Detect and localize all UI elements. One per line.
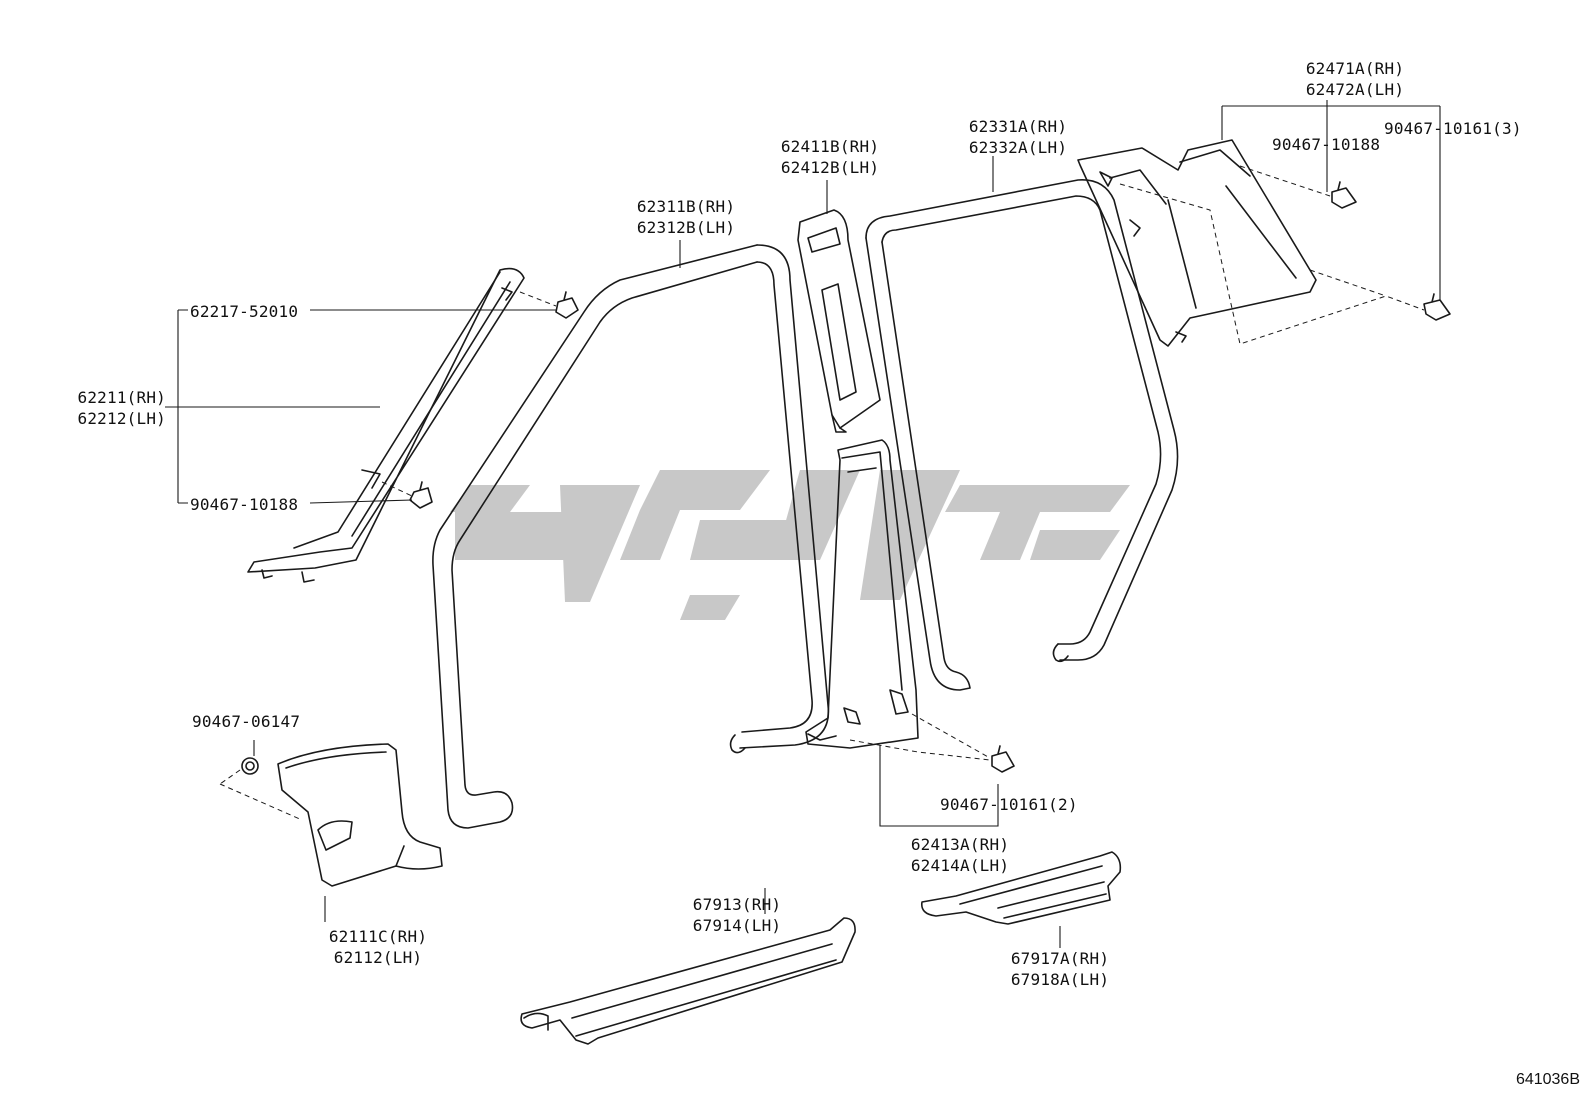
- label-62471-62472: 62471A(RH) 62472A(LH): [1305, 59, 1405, 99]
- leader-lines: [165, 100, 1441, 948]
- label-90467-06147: 90467-06147: [192, 712, 301, 731]
- rear-scuff-plate: [920, 851, 1122, 925]
- rear-door-weatherstrip: [865, 179, 1179, 691]
- label-62111-62112: 62111C(RH) 62112(LH): [328, 927, 428, 967]
- a-pillar-garnish: [247, 267, 525, 583]
- label-90467-10188-a: 90467-10188: [190, 495, 299, 514]
- label-90467-10161-2: 90467-10161(2): [940, 795, 1078, 814]
- label-90467-10161-3: 90467-10161(3): [1384, 119, 1522, 138]
- b-pillar-upper-garnish: [797, 209, 881, 433]
- label-62331-62332: 62331A(RH) 62332A(LH): [968, 117, 1068, 157]
- clip-fasteners: [241, 181, 1451, 775]
- label-90467-10188-b: 90467-10188: [1272, 135, 1381, 154]
- dashed-lines: [219, 165, 1425, 821]
- label-62411-62412: 62411B(RH) 62412B(LH): [780, 137, 880, 177]
- label-62311-62312: 62311B(RH) 62312B(LH): [636, 197, 736, 237]
- label-62211-62212: 62211(RH) 62212(LH): [77, 388, 166, 428]
- front-scuff-plate: [520, 917, 856, 1045]
- label-62217-52010: 62217-52010: [190, 302, 299, 321]
- front-door-weatherstrip: [432, 244, 830, 829]
- label-67917-67918: 67917A(RH) 67918A(LH): [1010, 949, 1110, 989]
- quarter-pillar-garnish: [1077, 139, 1317, 347]
- label-67913-67914: 67913(RH) 67914(LH): [692, 895, 782, 935]
- label-62413-62414: 62413A(RH) 62414A(LH): [910, 835, 1010, 875]
- reference-number: 641036B: [1515, 1071, 1580, 1088]
- cowl-side-trim: [277, 743, 443, 887]
- b-pillar-lower-garnish: [805, 439, 919, 749]
